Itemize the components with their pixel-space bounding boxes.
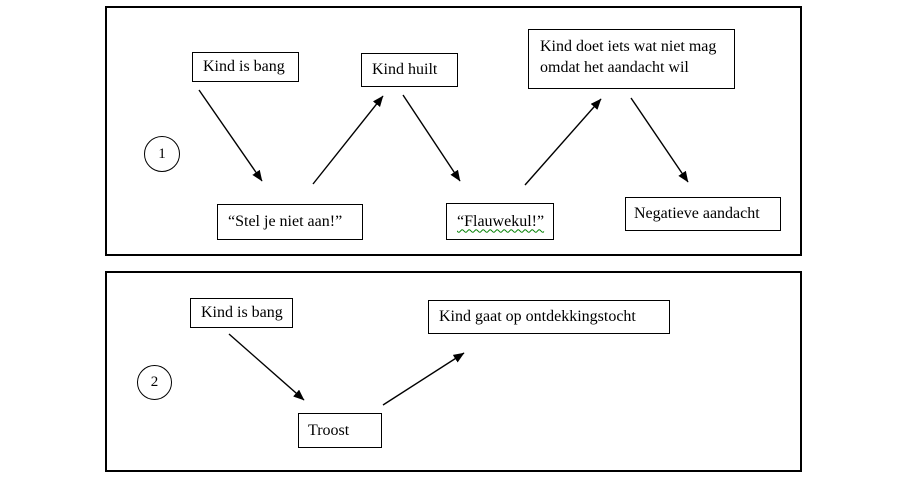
node-label: Kind huilt	[372, 61, 438, 78]
node-kind-is-bang-2: Kind is bang	[190, 298, 293, 328]
node-stel-je-niet-aan: “Stel je niet aan!”	[217, 204, 363, 240]
node-negatieve-aandacht: Negatieve aandacht	[625, 197, 781, 231]
node-label: “Stel je niet aan!”	[228, 213, 343, 230]
node-label-spellchecked: “Flauwekul!”	[457, 212, 545, 230]
node-label: Kind is bang	[203, 58, 285, 75]
node-label: Negatieve aandacht	[634, 205, 760, 222]
panel-1-number-badge: 1	[144, 136, 180, 172]
node-label: Troost	[308, 421, 350, 439]
node-kind-doet-iets-wat-niet-mag: Kind doet iets wat niet mag omdat het aa…	[528, 29, 735, 89]
node-label-line-1: Kind doet iets wat niet mag	[540, 38, 717, 55]
node-kind-is-bang-1: Kind is bang	[192, 52, 299, 82]
node-kind-gaat-op-ontdekkingstocht: Kind gaat op ontdekkingstocht	[428, 300, 670, 334]
node-label: Kind is bang	[201, 304, 283, 321]
node-flauwekul: “Flauwekul!”	[446, 203, 554, 240]
panel-2-number-badge: 2	[137, 365, 172, 400]
panel-2-number: 2	[150, 374, 159, 390]
node-kind-huilt: Kind huilt	[361, 53, 458, 87]
node-troost: Troost	[298, 413, 382, 448]
panel-1-number: 1	[158, 145, 166, 162]
node-label: Kind gaat op ontdekkingstocht	[439, 308, 636, 325]
node-label-line-2: omdat het aandacht wil	[540, 59, 689, 76]
